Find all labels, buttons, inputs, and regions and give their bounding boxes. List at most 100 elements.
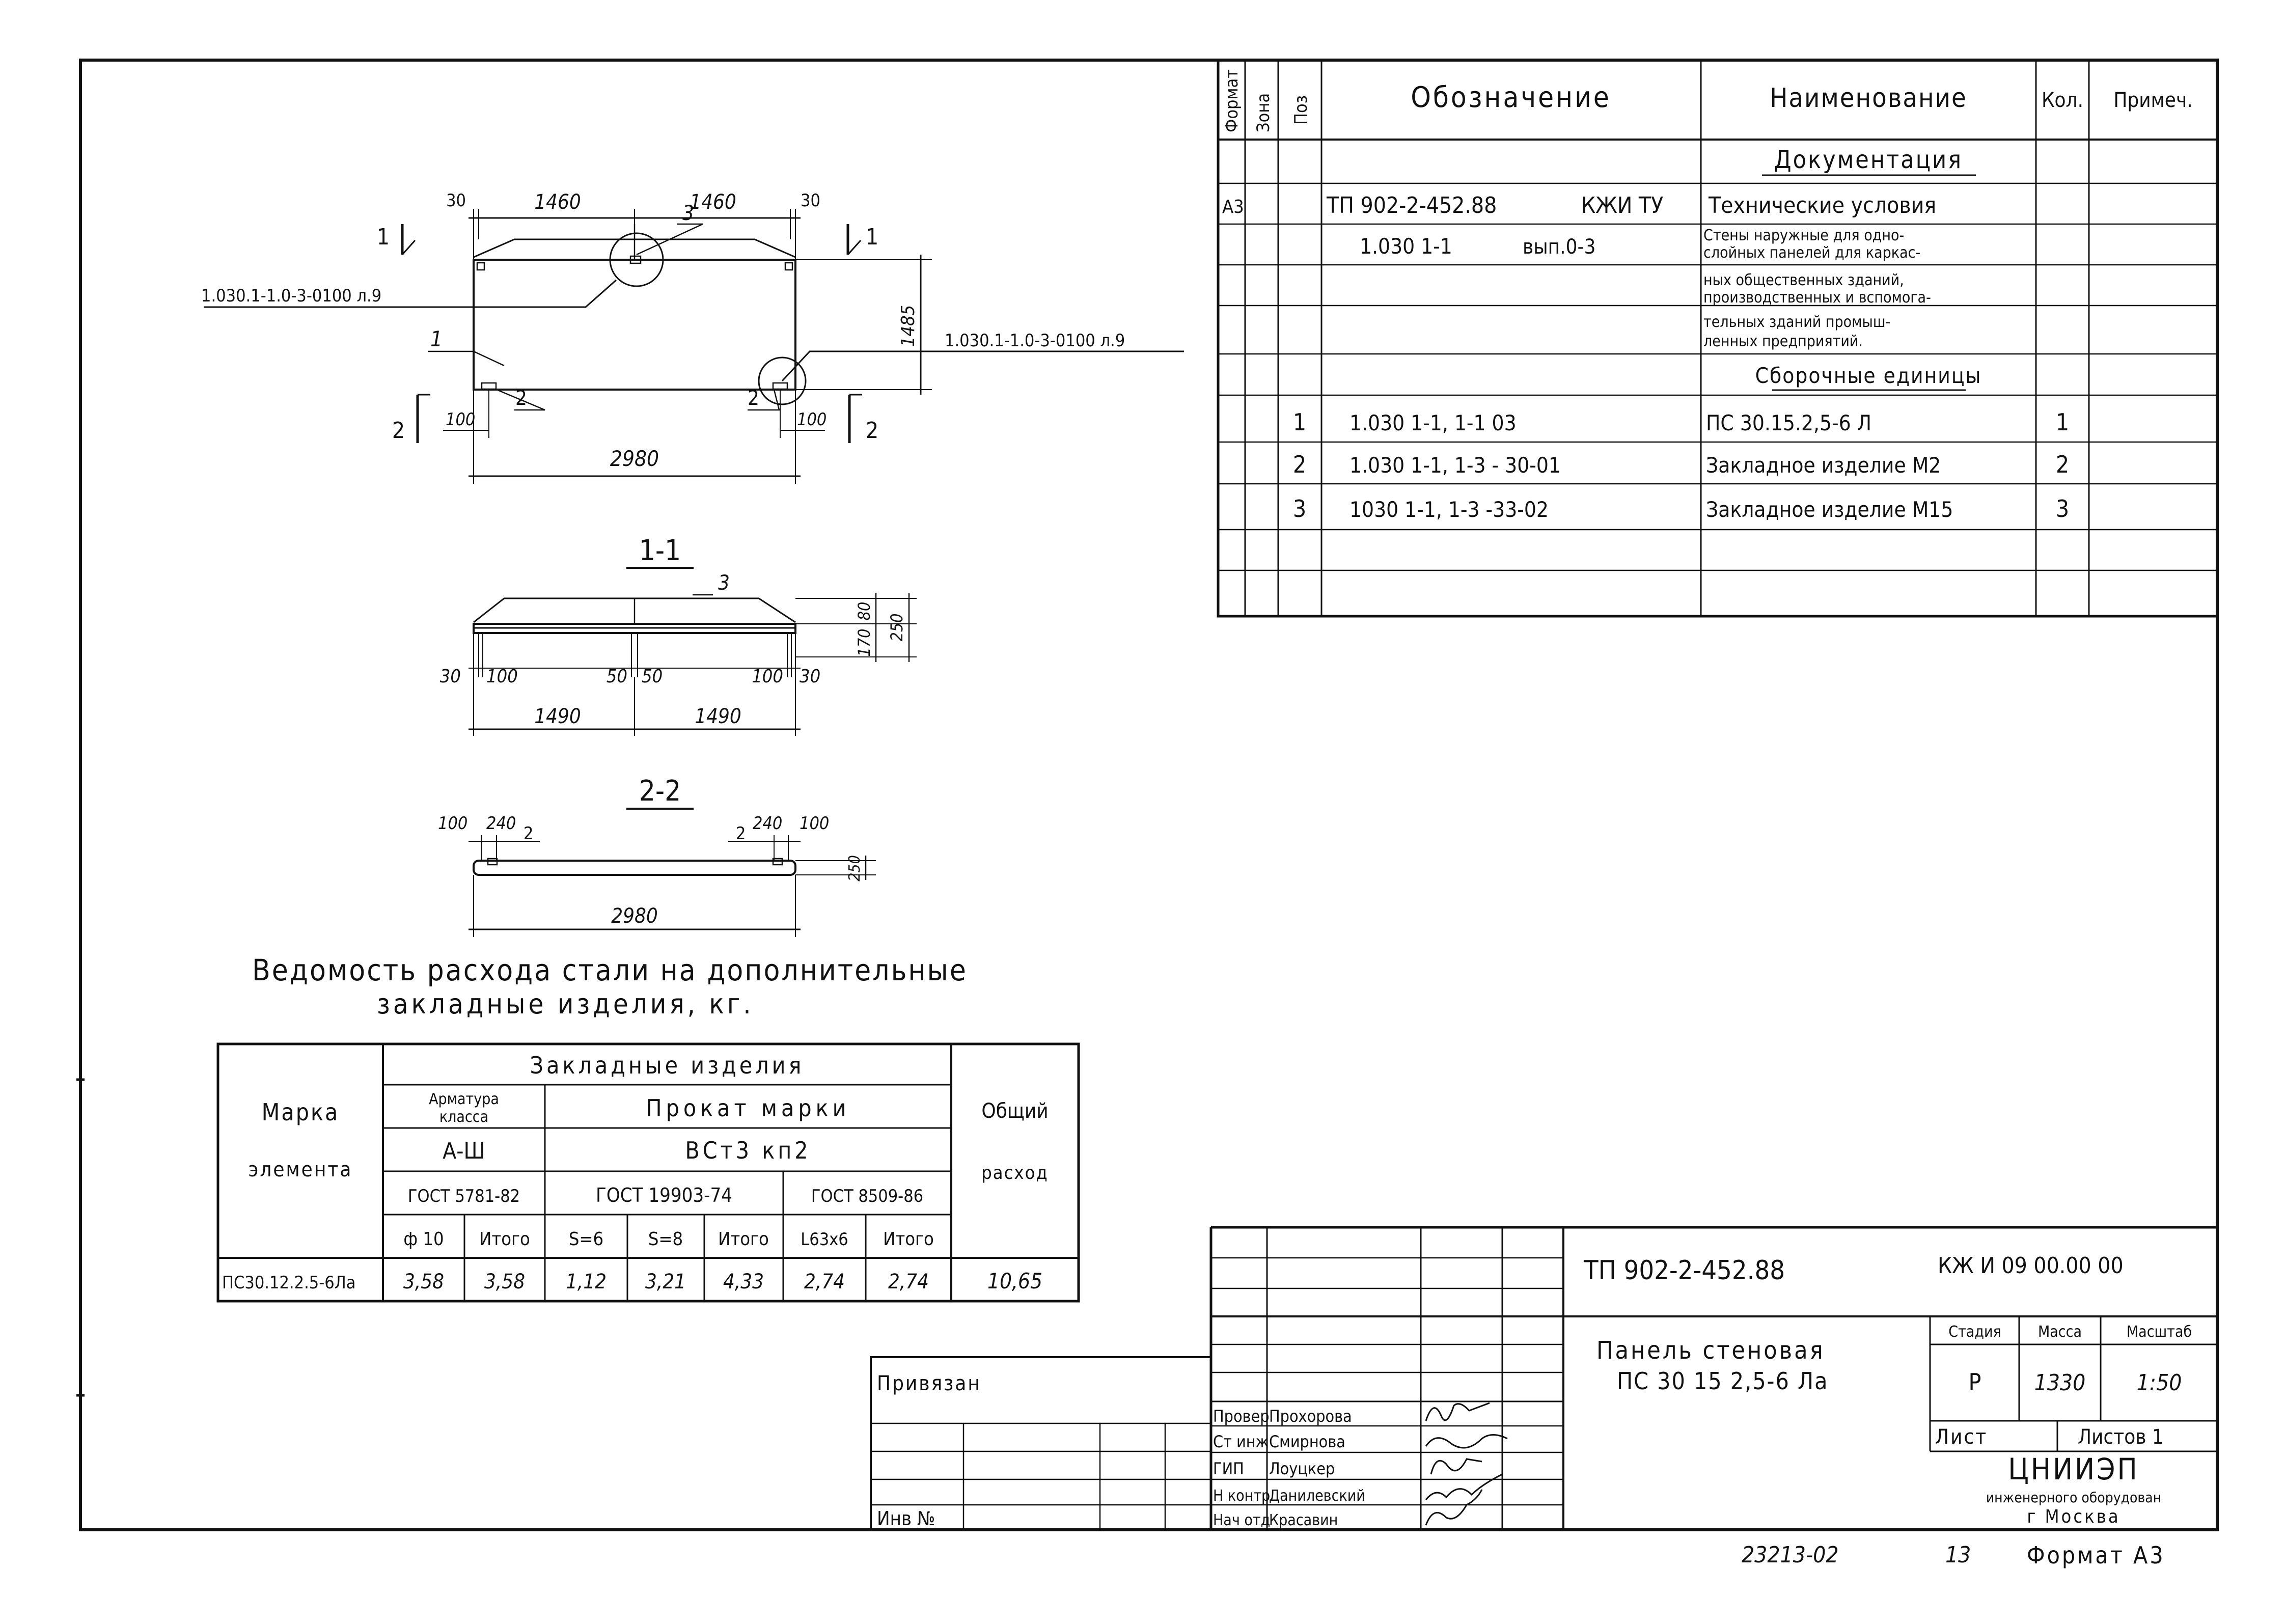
steel-caption-line2: закладные изделия, кг. bbox=[377, 988, 754, 1020]
spec-doc2-name-l1: Стены наружные для одно- bbox=[1703, 227, 1904, 244]
title-block: Привязан Инв № Провер Прохорова Ст инж С… bbox=[870, 1226, 2217, 1531]
steel-sub-1: ф 10 bbox=[403, 1229, 444, 1250]
s11-inset-left: 100 bbox=[486, 666, 518, 687]
dim-plan-edge-left: 30 bbox=[446, 190, 466, 211]
s11-bottom-part: 170 bbox=[855, 629, 874, 657]
spec-item2-pos: 2 bbox=[1293, 451, 1306, 478]
leader-left-ref: 1.030.1-1.0-3-0100 л.9 bbox=[201, 286, 381, 306]
signature-scribble-1 bbox=[1425, 1402, 1490, 1421]
bound-label: Привязан bbox=[877, 1372, 981, 1395]
spec-header-name: Наименование bbox=[1770, 83, 1967, 114]
steel-caption-line1: Ведомость расхода стали на дополнительны… bbox=[252, 953, 968, 987]
panel-outline bbox=[473, 259, 796, 391]
s22-total: 2980 bbox=[611, 904, 658, 928]
tb-org-1: ЦНИИЭП bbox=[2008, 1452, 2139, 1487]
spec-item3-designation: 1030 1-1, 1-3 -33-02 bbox=[1349, 497, 1549, 522]
dim-plan-half-left: 1460 bbox=[534, 190, 581, 214]
s11-inset-right: 100 bbox=[752, 666, 783, 687]
spec-doc2-name-l4: производственных и вспомога- bbox=[1703, 289, 1931, 307]
spec-item2-name: Закладное изделие М2 bbox=[1706, 453, 1941, 478]
spec-doc2-issue: вып.0-3 bbox=[1523, 235, 1595, 259]
cut-1-left: 1 bbox=[377, 224, 390, 250]
sig-role-3: ГИП bbox=[1213, 1459, 1244, 1478]
callout-pos-2-left: 2 bbox=[515, 387, 527, 410]
tb-code: КЖ И 09 00.00 00 bbox=[1938, 1253, 2124, 1279]
tb-title-line2: ПС 30 15 2,5-6 Лa bbox=[1617, 1367, 1828, 1395]
spec-doc-code: КЖИ ТУ bbox=[1581, 192, 1663, 218]
section-1-1-title: 1-1 bbox=[639, 534, 681, 567]
steel-rolled-header: Прокат марки bbox=[646, 1094, 850, 1122]
spec-header-qty: Кол. bbox=[2042, 89, 2083, 112]
tb-stage-label: Стадия bbox=[1948, 1323, 2001, 1341]
steel-sub-3: S=6 bbox=[569, 1229, 603, 1250]
tb-scale-label: Масштаб bbox=[2127, 1323, 2192, 1341]
s22-left-b: 240 bbox=[486, 813, 516, 834]
steel-consumption-table: Ведомость расхода стали на дополнительны… bbox=[216, 953, 1080, 1303]
sig-name-1: Прохорова bbox=[1269, 1407, 1352, 1426]
spec-header-pos: Поз bbox=[1291, 95, 1311, 125]
spec-header-format: Формат bbox=[1222, 69, 1242, 132]
sig-role-4: Н контр bbox=[1213, 1487, 1270, 1505]
steel-total-header-1: Общий bbox=[981, 1099, 1048, 1123]
steel-sub-2: Итого bbox=[479, 1229, 530, 1250]
steel-total-header-2: расход bbox=[981, 1163, 1049, 1183]
tb-project: ТП 902-2-452.88 bbox=[1583, 1255, 1785, 1286]
tb-sheet-label: Лист bbox=[1935, 1425, 1988, 1449]
sig-name-4: Данилевский bbox=[1269, 1487, 1365, 1505]
dim-plan-edge-right: 30 bbox=[801, 190, 820, 211]
section-2-2-title: 2-2 bbox=[639, 775, 681, 808]
spec-doc2-name-l6: ленных предприятий. bbox=[1703, 333, 1863, 350]
section-1-1-callout: 3 bbox=[718, 571, 730, 595]
tb-scale: 1:50 bbox=[2137, 1370, 2182, 1396]
spec-item1-name: ПС 30.15.2,5-6 Л bbox=[1706, 410, 1871, 435]
dim-plan-inset-left: 100 bbox=[446, 409, 475, 430]
inv-label: Инв № bbox=[877, 1507, 935, 1530]
spec-item1-pos: 1 bbox=[1293, 408, 1306, 436]
s11-thickness: 250 bbox=[887, 614, 906, 642]
cut-2-right: 2 bbox=[866, 418, 878, 444]
sig-role-1: Провер bbox=[1213, 1407, 1270, 1426]
callout-pos-3: 3 bbox=[682, 202, 694, 225]
spec-item2-designation: 1.030 1-1, 1-3 - 30-01 bbox=[1349, 453, 1561, 478]
s11-half-left: 1490 bbox=[534, 705, 581, 728]
s22-left-a: 100 bbox=[438, 813, 467, 834]
dim-plan-inset-right: 100 bbox=[797, 409, 827, 430]
steel-sub-4: S=8 bbox=[648, 1229, 683, 1250]
spec-doc-name: Технические условия bbox=[1708, 192, 1936, 218]
steel-sub-7: Итого bbox=[883, 1229, 934, 1250]
steel-val-4: 3,21 bbox=[645, 1270, 686, 1293]
tb-mass-label: Масса bbox=[2038, 1323, 2082, 1341]
cut-1-right: 1 bbox=[866, 224, 878, 250]
cut-2-left: 2 bbox=[392, 418, 405, 444]
section-2-2: 2-2 100 240 2 2 240 100 250 2980 bbox=[438, 775, 876, 937]
tb-stage: Р bbox=[1969, 1368, 1981, 1396]
footer-sheet-no: 13 bbox=[1945, 1542, 1971, 1568]
spec-section-docs: Документация bbox=[1774, 146, 1963, 174]
dim-plan-total: 2980 bbox=[610, 446, 659, 471]
steel-mark-header-1: Марка bbox=[262, 1098, 340, 1126]
dim-plan-height: 1485 bbox=[898, 305, 919, 347]
panel-plan-view: 30 1460 1460 30 1485 2980 100 100 1.030.… bbox=[201, 190, 1184, 484]
steel-sub-5: Итого bbox=[718, 1229, 769, 1250]
signature-scribble-5 bbox=[1425, 1489, 1483, 1526]
sig-name-5: Красавин bbox=[1269, 1511, 1338, 1529]
steel-rebar-class-1: Арматура bbox=[429, 1090, 499, 1108]
spec-section-units: Сборочные единицы bbox=[1755, 363, 1982, 388]
s11-mid-left: 50 bbox=[607, 666, 627, 687]
steel-val-5: 4,33 bbox=[723, 1270, 764, 1293]
steel-val-3: 1,12 bbox=[566, 1270, 607, 1293]
spec-doc2-name-l5: тельных зданий промыш- bbox=[1703, 313, 1890, 331]
spec-header-note: Примеч. bbox=[2113, 89, 2192, 112]
steel-rebar-grade: А-Ш bbox=[443, 1138, 485, 1164]
steel-gost-2: ГОСТ 19903-74 bbox=[596, 1184, 732, 1206]
tb-mass: 1330 bbox=[2034, 1370, 2086, 1396]
s11-mid-right: 50 bbox=[642, 666, 663, 687]
steel-rolled-grade: ВСт3 кп2 bbox=[685, 1137, 811, 1164]
steel-mark-header-2: элемента bbox=[249, 1158, 353, 1181]
s22-left-pos: 2 bbox=[524, 823, 533, 844]
dim-plan-half-right: 1460 bbox=[690, 190, 736, 214]
steel-val-6: 2,74 bbox=[804, 1270, 845, 1293]
spec-doc2-designation: 1.030 1-1 bbox=[1360, 234, 1452, 259]
section-1-1: 1-1 3 30 100 50 50 100 30 1490 1490 bbox=[440, 534, 917, 736]
